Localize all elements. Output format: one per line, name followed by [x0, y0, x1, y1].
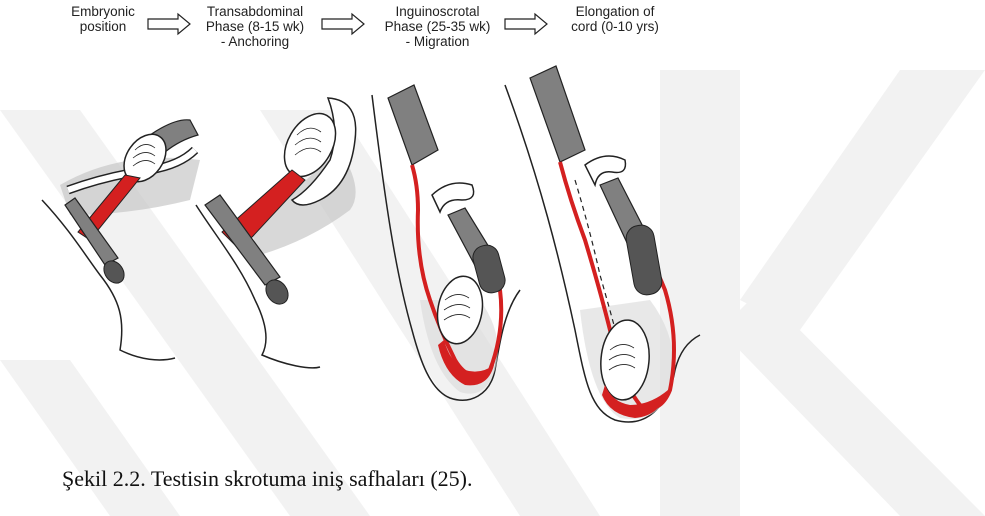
vas-deferens — [388, 85, 438, 165]
stage-arrows — [148, 14, 547, 34]
stage-2-drawing — [196, 98, 356, 368]
arrow-right-icon — [505, 14, 547, 34]
stage-3-drawing — [372, 85, 520, 400]
epididymis — [432, 183, 474, 212]
arrow-right-icon — [322, 14, 364, 34]
figure-caption: Şekil 2.2. Testisin skrotuma iniş safhal… — [62, 466, 473, 492]
testicular-descent-figure — [0, 0, 985, 440]
vas-tip — [624, 223, 664, 297]
stage-1-drawing — [42, 120, 200, 360]
arrow-right-icon — [148, 14, 190, 34]
vas-deferens — [530, 66, 585, 162]
stage-4-drawing — [505, 66, 700, 422]
